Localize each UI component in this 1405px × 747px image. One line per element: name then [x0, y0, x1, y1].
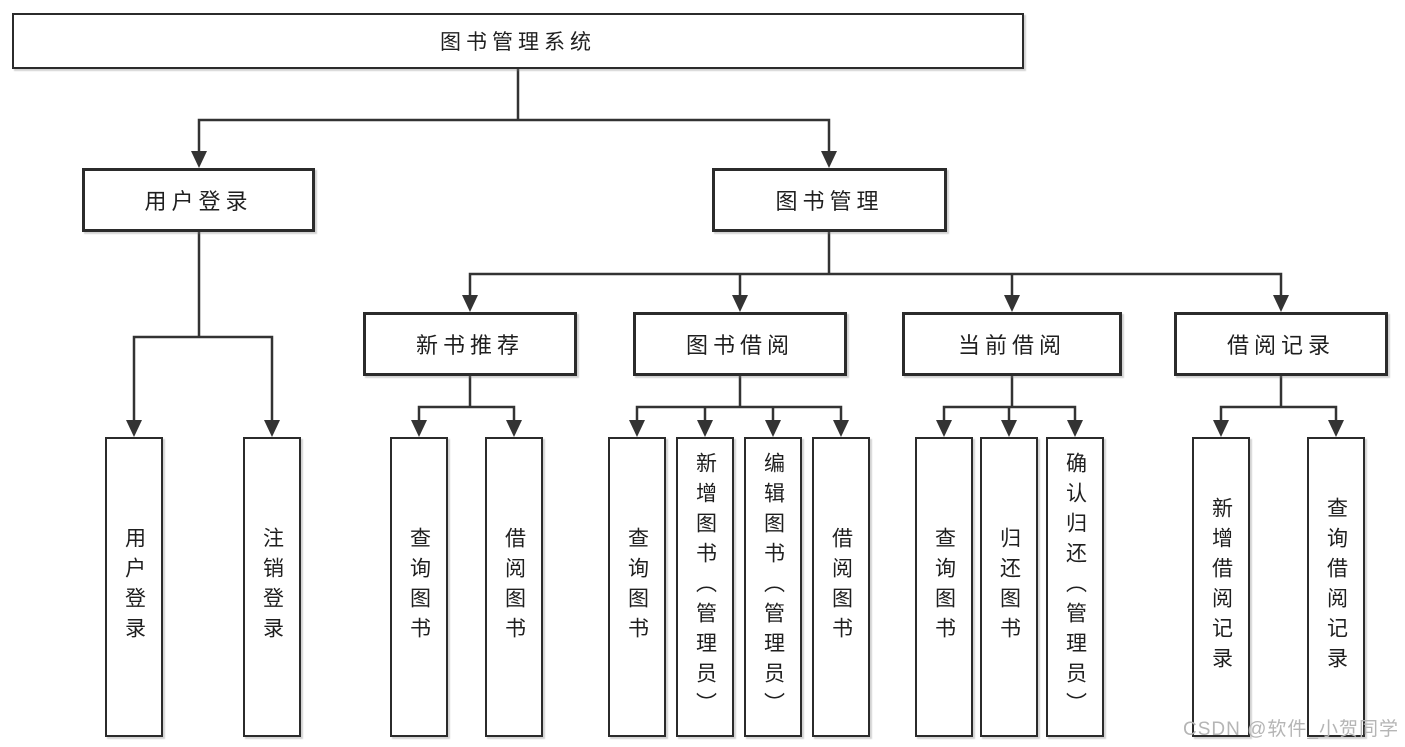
vertical-label: 借阅图书	[502, 527, 526, 647]
vertical-label: 新增借阅记录	[1209, 497, 1233, 677]
node-user-login-leaf: 用户登录	[105, 437, 163, 737]
node-query-books-1: 查询图书	[390, 437, 448, 737]
vertical-label: 查询图书	[407, 527, 431, 647]
node-query-borrow-record: 查询借阅记录	[1307, 437, 1365, 737]
node-library-management-system: 图书管理系统	[12, 13, 1024, 69]
vertical-label: 确认归还（管理员）	[1063, 452, 1087, 722]
csdn-watermark: CSDN @软件_小贺同学	[1183, 719, 1399, 740]
node-borrow-books-1: 借阅图书	[485, 437, 543, 737]
node-add-borrow-record: 新增借阅记录	[1192, 437, 1250, 737]
vertical-label: 归还图书	[997, 527, 1021, 647]
vertical-label: 新增图书（管理员）	[693, 452, 717, 722]
node-edit-books-admin: 编辑图书（管理员）	[744, 437, 802, 737]
vertical-label: 查询借阅记录	[1324, 497, 1348, 677]
vertical-label: 查询图书	[932, 527, 956, 647]
node-borrowing-records: 借阅记录	[1174, 312, 1388, 376]
vertical-label: 编辑图书（管理员）	[761, 452, 785, 722]
node-query-books-3: 查询图书	[915, 437, 973, 737]
node-current-borrowing: 当前借阅	[902, 312, 1122, 376]
node-book-borrowing: 图书借阅	[633, 312, 847, 376]
node-add-books-admin: 新增图书（管理员）	[676, 437, 734, 737]
node-book-management-branch: 图书管理	[712, 168, 947, 232]
node-query-books-2: 查询图书	[608, 437, 666, 737]
node-user-login-branch: 用户登录	[82, 168, 315, 232]
node-logout-leaf: 注销登录	[243, 437, 301, 737]
node-return-books: 归还图书	[980, 437, 1038, 737]
node-borrow-books-2: 借阅图书	[812, 437, 870, 737]
vertical-label: 借阅图书	[829, 527, 853, 647]
node-confirm-return-admin: 确认归还（管理员）	[1046, 437, 1104, 737]
vertical-label: 注销登录	[260, 527, 284, 647]
vertical-label: 用户登录	[122, 527, 146, 647]
node-new-book-recommendation: 新书推荐	[363, 312, 577, 376]
vertical-label: 查询图书	[625, 527, 649, 647]
